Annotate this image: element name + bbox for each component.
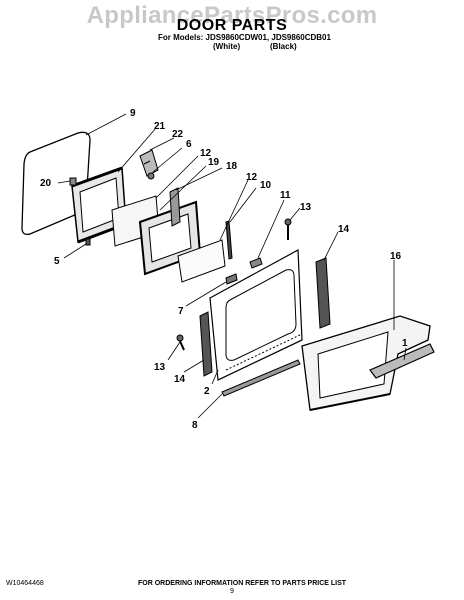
page-number: 9: [230, 588, 234, 595]
part-8-strip: [221, 359, 301, 397]
part-16-door: [301, 315, 435, 411]
part-13a-screw: [284, 218, 292, 240]
part-6-screw: [147, 172, 155, 180]
models-line: For Models: JDS9860CDW01, JDS9860CDB01: [158, 33, 331, 42]
part-5-clip: [85, 238, 91, 246]
callout-14a: 14: [174, 374, 186, 385]
callout-18: 18: [226, 161, 238, 172]
callout-13b: 13: [154, 362, 166, 373]
callout-21: 21: [154, 121, 166, 132]
callout-13a: 13: [300, 202, 312, 213]
callout-5: 5: [54, 256, 60, 267]
callout-7: 7: [178, 306, 184, 317]
part-20-clip: [69, 177, 77, 186]
watermark: AppliancePartsPros.com: [86, 2, 378, 29]
variant-white: (White): [213, 42, 241, 51]
callout-11: 11: [280, 190, 291, 201]
part-14b-trim: [315, 257, 331, 329]
variant-black: (Black): [270, 42, 297, 51]
part-14a-trim: [199, 311, 213, 377]
part-12b-glass: [177, 239, 226, 283]
callout-8: 8: [192, 420, 198, 431]
part-2-door-panel: [209, 249, 303, 381]
callout-20: 20: [40, 178, 52, 189]
part-7-bolt: [225, 273, 238, 285]
part-13b-screw: [176, 334, 185, 351]
callout-22: 22: [172, 129, 184, 140]
callout-12b: 12: [246, 172, 258, 183]
doc-number: W10464468: [6, 580, 44, 587]
callout-10: 10: [260, 180, 272, 191]
callout-12a: 12: [200, 148, 212, 159]
callout-16: 16: [390, 251, 402, 262]
part-11-spacer: [249, 257, 263, 269]
part-18-bracket: [169, 187, 181, 227]
part-22-bracket: [139, 149, 159, 177]
callout-6: 6: [186, 139, 192, 150]
callout-14b: 14: [338, 224, 350, 235]
callout-19: 19: [208, 157, 220, 168]
ordering-info: FOR ORDERING INFORMATION REFER TO PARTS …: [138, 580, 347, 587]
callout-9: 9: [130, 108, 136, 119]
callout-2: 2: [204, 386, 210, 397]
callout-1: 1: [402, 338, 408, 349]
page-title: DOOR PARTS: [176, 17, 288, 34]
leader-lines: [57, 113, 407, 419]
part-10-bar: [225, 220, 233, 260]
